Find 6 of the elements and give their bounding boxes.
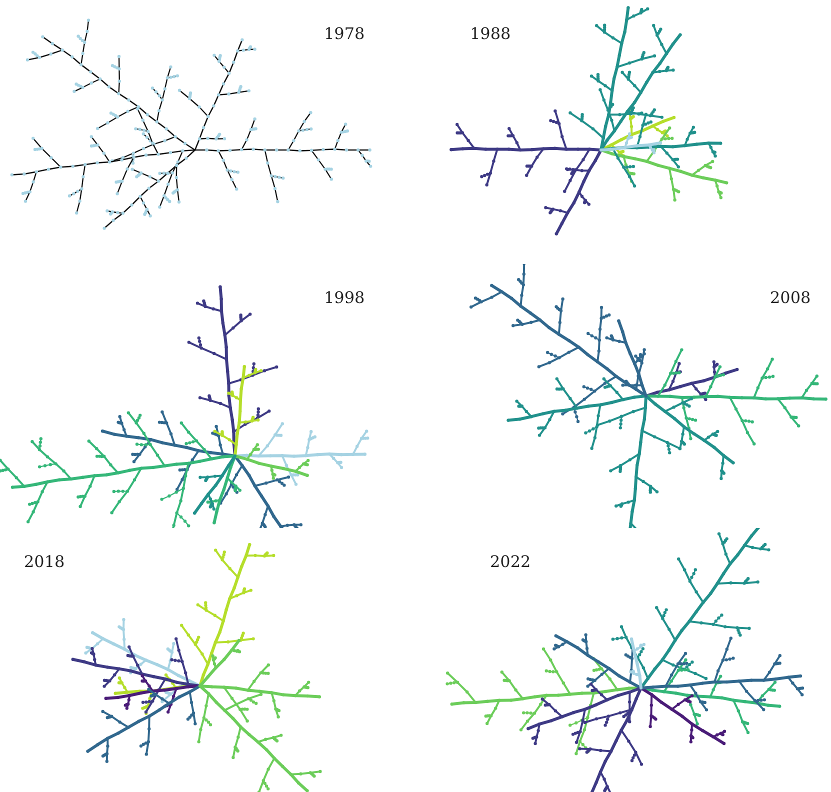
year-label: 1988: [470, 24, 511, 43]
year-label: 2018: [24, 552, 65, 571]
year-label: 2022: [490, 552, 531, 571]
year-label: 2008: [770, 288, 811, 307]
year-label: 1978: [324, 24, 365, 43]
year-label: 1998: [324, 288, 365, 307]
